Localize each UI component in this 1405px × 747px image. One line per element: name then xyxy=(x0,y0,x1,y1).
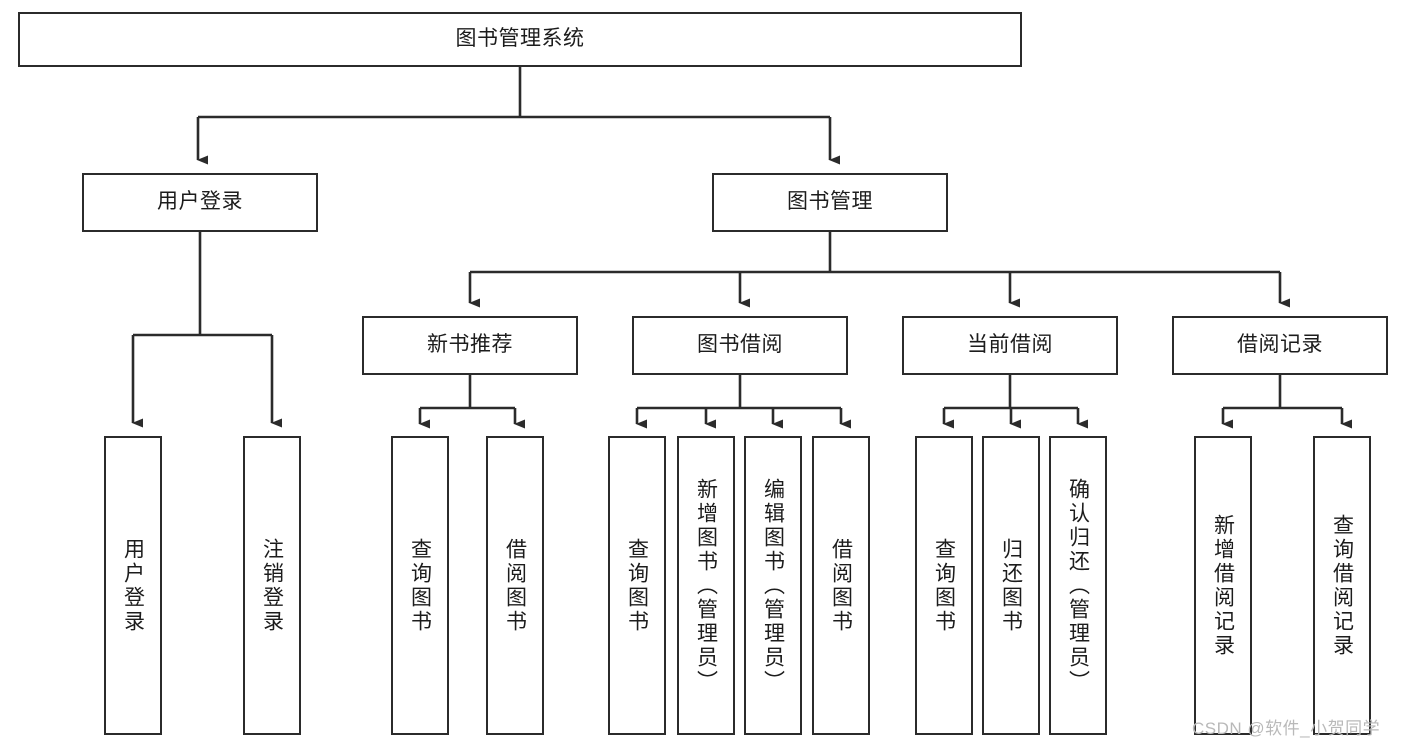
node-leaf-user-logout[interactable]: 注销登录 xyxy=(243,436,301,735)
node-leaf-query-book-current-label: 查询图书 xyxy=(932,537,956,634)
node-leaf-return-book-label: 归还图书 xyxy=(999,537,1023,634)
node-root-label: 图书管理系统 xyxy=(455,27,585,51)
node-borrow-record-label: 借阅记录 xyxy=(1237,333,1323,357)
node-current-borrow[interactable]: 当前借阅 xyxy=(902,316,1118,375)
node-leaf-query-borrow-record[interactable]: 查询借阅记录 xyxy=(1313,436,1371,735)
node-borrow-record[interactable]: 借阅记录 xyxy=(1172,316,1388,375)
node-leaf-edit-book-admin-label: 编辑图书（管理员） xyxy=(761,477,785,694)
node-root[interactable]: 图书管理系统 xyxy=(18,12,1022,67)
node-leaf-add-borrow-record-label: 新增借阅记录 xyxy=(1211,513,1235,658)
node-leaf-user-login[interactable]: 用户登录 xyxy=(104,436,162,735)
node-leaf-add-borrow-record[interactable]: 新增借阅记录 xyxy=(1194,436,1252,735)
node-leaf-return-book[interactable]: 归还图书 xyxy=(982,436,1040,735)
node-user-login-label: 用户登录 xyxy=(157,190,243,214)
node-new-book-recommend-label: 新书推荐 xyxy=(427,333,513,357)
node-leaf-query-book-current[interactable]: 查询图书 xyxy=(915,436,973,735)
node-leaf-borrow-book-rec-label: 借阅图书 xyxy=(503,537,527,634)
node-book-borrow[interactable]: 图书借阅 xyxy=(632,316,848,375)
node-leaf-query-book-rec-label: 查询图书 xyxy=(408,537,432,634)
node-leaf-borrow-book-rec[interactable]: 借阅图书 xyxy=(486,436,544,735)
node-leaf-confirm-return-admin-label: 确认归还（管理员） xyxy=(1066,477,1090,694)
node-leaf-query-book-borrow[interactable]: 查询图书 xyxy=(608,436,666,735)
node-leaf-add-book-admin-label: 新增图书（管理员） xyxy=(694,477,718,694)
node-current-borrow-label: 当前借阅 xyxy=(967,333,1053,357)
node-leaf-user-login-label: 用户登录 xyxy=(121,537,145,634)
node-leaf-borrow-book-label: 借阅图书 xyxy=(829,537,853,634)
node-new-book-recommend[interactable]: 新书推荐 xyxy=(362,316,578,375)
node-leaf-edit-book-admin[interactable]: 编辑图书（管理员） xyxy=(744,436,802,735)
node-book-manage[interactable]: 图书管理 xyxy=(712,173,948,232)
node-leaf-confirm-return-admin[interactable]: 确认归还（管理员） xyxy=(1049,436,1107,735)
node-user-login[interactable]: 用户登录 xyxy=(82,173,318,232)
node-leaf-query-borrow-record-label: 查询借阅记录 xyxy=(1330,513,1354,658)
node-book-borrow-label: 图书借阅 xyxy=(697,333,783,357)
node-leaf-borrow-book[interactable]: 借阅图书 xyxy=(812,436,870,735)
node-leaf-user-logout-label: 注销登录 xyxy=(260,537,284,634)
node-leaf-query-book-rec[interactable]: 查询图书 xyxy=(391,436,449,735)
node-leaf-query-book-borrow-label: 查询图书 xyxy=(625,537,649,634)
node-book-manage-label: 图书管理 xyxy=(787,190,873,214)
node-leaf-add-book-admin[interactable]: 新增图书（管理员） xyxy=(677,436,735,735)
